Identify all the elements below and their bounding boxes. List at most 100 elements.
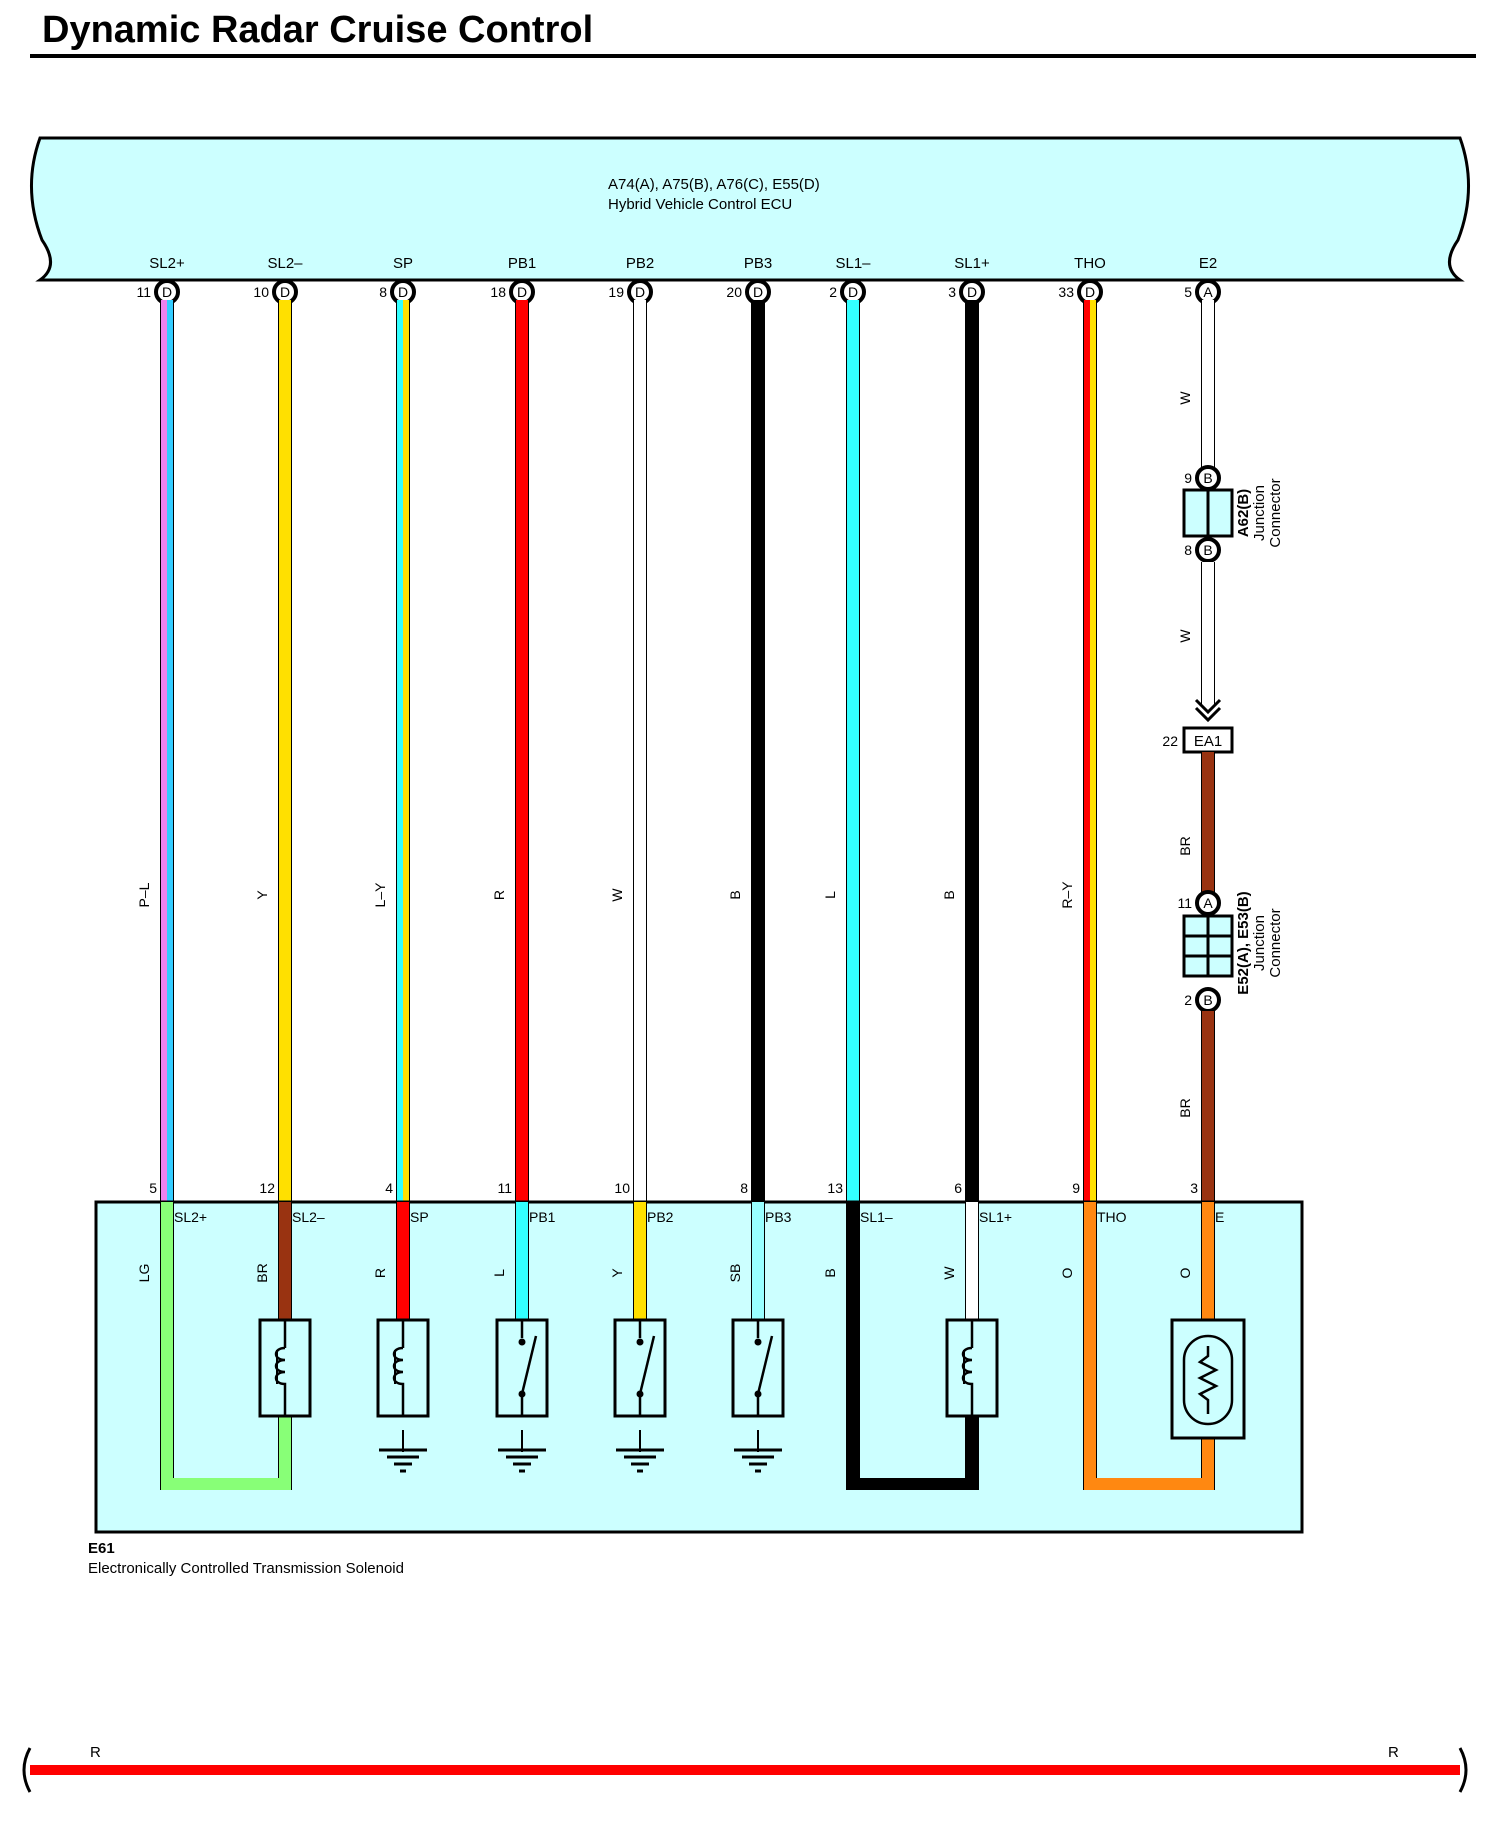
pin-connector-letter: D: [280, 284, 290, 300]
solenoid-name: E61: [88, 1540, 115, 1557]
ecu-terminal-label: SL2–: [267, 255, 303, 272]
wire-color-code: R: [491, 890, 507, 900]
wire-color-code: L–Y: [372, 882, 388, 908]
wire-color-code: W: [609, 888, 625, 902]
page-title: Dynamic Radar Cruise Control: [42, 9, 593, 51]
internal-wire-code: LG: [136, 1264, 152, 1283]
solenoid-coil-icon: [945, 1318, 999, 1418]
wire-stripe: [516, 300, 528, 1202]
wire-sl1m: [846, 300, 860, 1202]
wire-tho: [1083, 300, 1097, 1202]
inline-connector-pin: 22: [1162, 733, 1178, 749]
wire-fill: [1202, 562, 1214, 706]
wire-stripe: [634, 1202, 646, 1320]
wire-stripe: [161, 300, 167, 1202]
ecu-pin-tho: D33: [1058, 279, 1103, 305]
wire-stripe: [397, 1202, 409, 1320]
internal-wire-sl1p: [965, 1202, 979, 1320]
pin-number: 33: [1058, 284, 1074, 300]
solenoid-terminal-label: SL2+: [174, 1209, 207, 1225]
wire-fill: [634, 300, 646, 1202]
solenoid-pin-number: 5: [149, 1180, 157, 1196]
pin-number: 5: [1184, 284, 1192, 300]
wire-stripe: [1202, 1011, 1214, 1202]
ecu-terminal-label: SL1–: [835, 255, 871, 272]
pin-number: 3: [948, 284, 956, 300]
pin-number: 20: [726, 284, 742, 300]
ecu-pin-sl2p: D11: [136, 279, 180, 305]
pin-number: 9: [1184, 470, 1192, 486]
wire-color-code: BR: [1177, 1098, 1193, 1117]
internal-wire-sl1-return: [965, 1402, 979, 1490]
wire-e2-middle: [1201, 562, 1215, 706]
wire-stripe: [167, 300, 173, 1202]
internal-wire-code: O: [1059, 1267, 1075, 1278]
ground-icon: [379, 1430, 427, 1473]
wire-fill: [1202, 300, 1214, 470]
wire-color-code: L: [822, 891, 838, 899]
internal-wire-code: BR: [254, 1263, 270, 1282]
solenoid-pin-number: 10: [614, 1180, 630, 1196]
ecu-terminal-label: SP: [393, 255, 413, 272]
junction-a62-desc2: Connector: [1267, 478, 1284, 547]
pin-connector-letter: D: [967, 284, 977, 300]
solenoid-terminal-label: SP: [410, 1209, 429, 1225]
wire-stripe: [847, 300, 859, 1202]
solenoid-pin-number: 12: [259, 1180, 275, 1196]
wire-stripe: [279, 1402, 291, 1490]
wire-stripe: [1202, 752, 1214, 892]
solenoid-pin-number: 8: [740, 1180, 748, 1196]
pin-connector-letter: B: [1203, 992, 1212, 1008]
ecu-name: A74(A), A75(B), A76(C), E55(D): [608, 176, 820, 193]
solenoid-terminal-label: PB2: [647, 1209, 674, 1225]
ecu-terminal-label: PB2: [626, 255, 654, 272]
pin-connector-letter: A: [1203, 284, 1213, 300]
ecu-description: Hybrid Vehicle Control ECU: [608, 196, 792, 213]
wire-color-code: W: [1177, 391, 1193, 405]
pin-number: 19: [608, 284, 624, 300]
solenoid-terminal-label: E: [1215, 1209, 1224, 1225]
wire-stripe: [966, 1402, 978, 1490]
sl1-loop-bottom: [847, 1478, 978, 1490]
wire-stripe: [516, 1202, 528, 1320]
wire-color-code: R–Y: [1059, 881, 1075, 909]
wire-stripe: [752, 1202, 764, 1320]
solenoid-terminal-label: SL1+: [979, 1209, 1012, 1225]
wire-sl2m: [278, 300, 292, 1202]
junction-a62-name: A62(B): [1235, 489, 1252, 537]
solenoid-pin-number: 4: [385, 1180, 393, 1196]
solenoid-terminal-label: SL2–: [292, 1209, 325, 1225]
internal-wire-code: L: [491, 1269, 507, 1277]
ecu-block: [29, 136, 1471, 282]
solenoid-terminal-label: THO: [1097, 1209, 1127, 1225]
wire-e2-br-upper: [1201, 752, 1215, 892]
wire-stripe: [966, 300, 978, 1202]
solenoid-pin-number: 11: [497, 1180, 512, 1196]
internal-wire-sl2-return: [278, 1402, 292, 1490]
ecu-terminal-label: SL1+: [954, 255, 990, 272]
pin-circle: [1195, 890, 1221, 916]
ecu-pin-sp: D8: [379, 279, 416, 305]
ground-icon: [498, 1430, 546, 1473]
junction-e52-desc1: Junction: [1251, 915, 1268, 971]
ground-icon: [616, 1430, 664, 1473]
solenoid-coil-icon: [258, 1318, 312, 1418]
pin-connector-letter: D: [635, 284, 645, 300]
junction-a62-desc1: Junction: [1251, 485, 1268, 541]
pin-number: 18: [490, 284, 506, 300]
ecu-pin-pb3: D20: [726, 279, 771, 305]
solenoid-pin-number: 9: [1072, 1180, 1080, 1196]
internal-wire-code: R: [372, 1268, 388, 1278]
solenoid-coil-icon: [376, 1318, 430, 1418]
solenoid-terminal-label: SL1–: [860, 1209, 893, 1225]
pressure-switch-icon: [613, 1318, 667, 1418]
internal-wire-tho: [1083, 1202, 1097, 1490]
pin-number: 11: [1177, 895, 1192, 911]
pressure-switch-icon: [495, 1318, 549, 1418]
wire-sl2p: [160, 300, 174, 1202]
solenoid-terminal-label: PB3: [765, 1209, 792, 1225]
wire-stripe: [752, 300, 764, 1202]
